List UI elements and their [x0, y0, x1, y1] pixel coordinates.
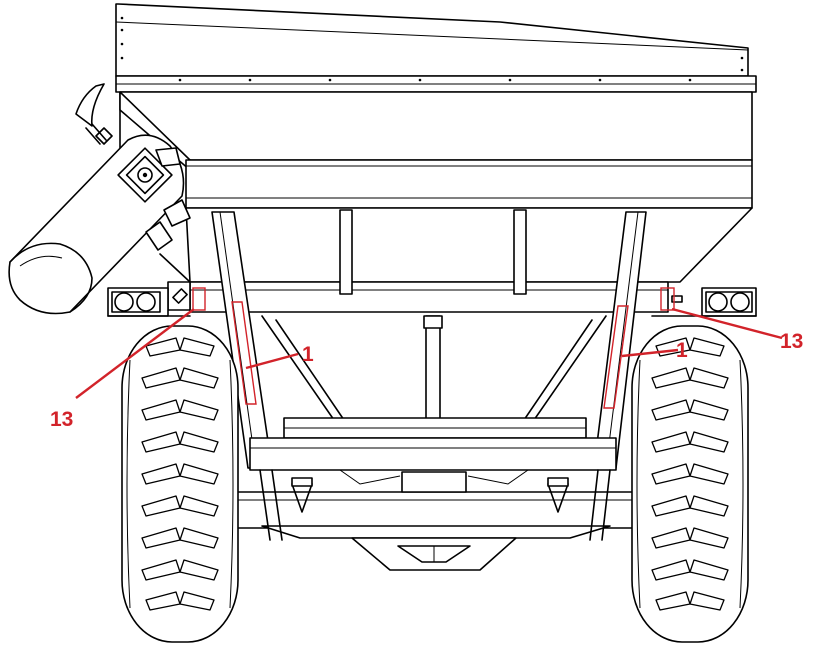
auger-hinge-bracket [167, 281, 191, 311]
front-hopper-braces [339, 209, 527, 295]
right-decal-leader [671, 307, 783, 340]
right-post-reflector-strip [603, 305, 629, 409]
hopper-rim [115, 75, 757, 93]
left-post-leader [245, 352, 299, 370]
left-hitch-pins [291, 477, 313, 513]
right-decal-callout: 13 [780, 330, 803, 353]
left-post-reflector-strip [231, 301, 257, 405]
left-light-bar [107, 287, 191, 317]
axle-assembly [227, 469, 641, 571]
right-post-callout: 1 [676, 339, 688, 362]
auger-flange [117, 147, 173, 203]
center-post [423, 315, 443, 429]
right-post-leader [621, 348, 679, 358]
left-tire [121, 325, 239, 643]
left-post-callout: 1 [302, 343, 314, 366]
unloading-auger [8, 83, 191, 315]
left-decal-leader [75, 308, 195, 399]
left-reflector-decal [192, 287, 206, 311]
right-reflector-decal [660, 287, 675, 311]
right-light-bar [651, 287, 757, 317]
hopper-extension [115, 3, 749, 77]
right-tire [631, 325, 749, 643]
inner-frame [249, 315, 617, 471]
right-hitch-pins [547, 477, 569, 513]
left-decal-callout: 13 [50, 408, 73, 431]
hopper-body [119, 91, 753, 313]
